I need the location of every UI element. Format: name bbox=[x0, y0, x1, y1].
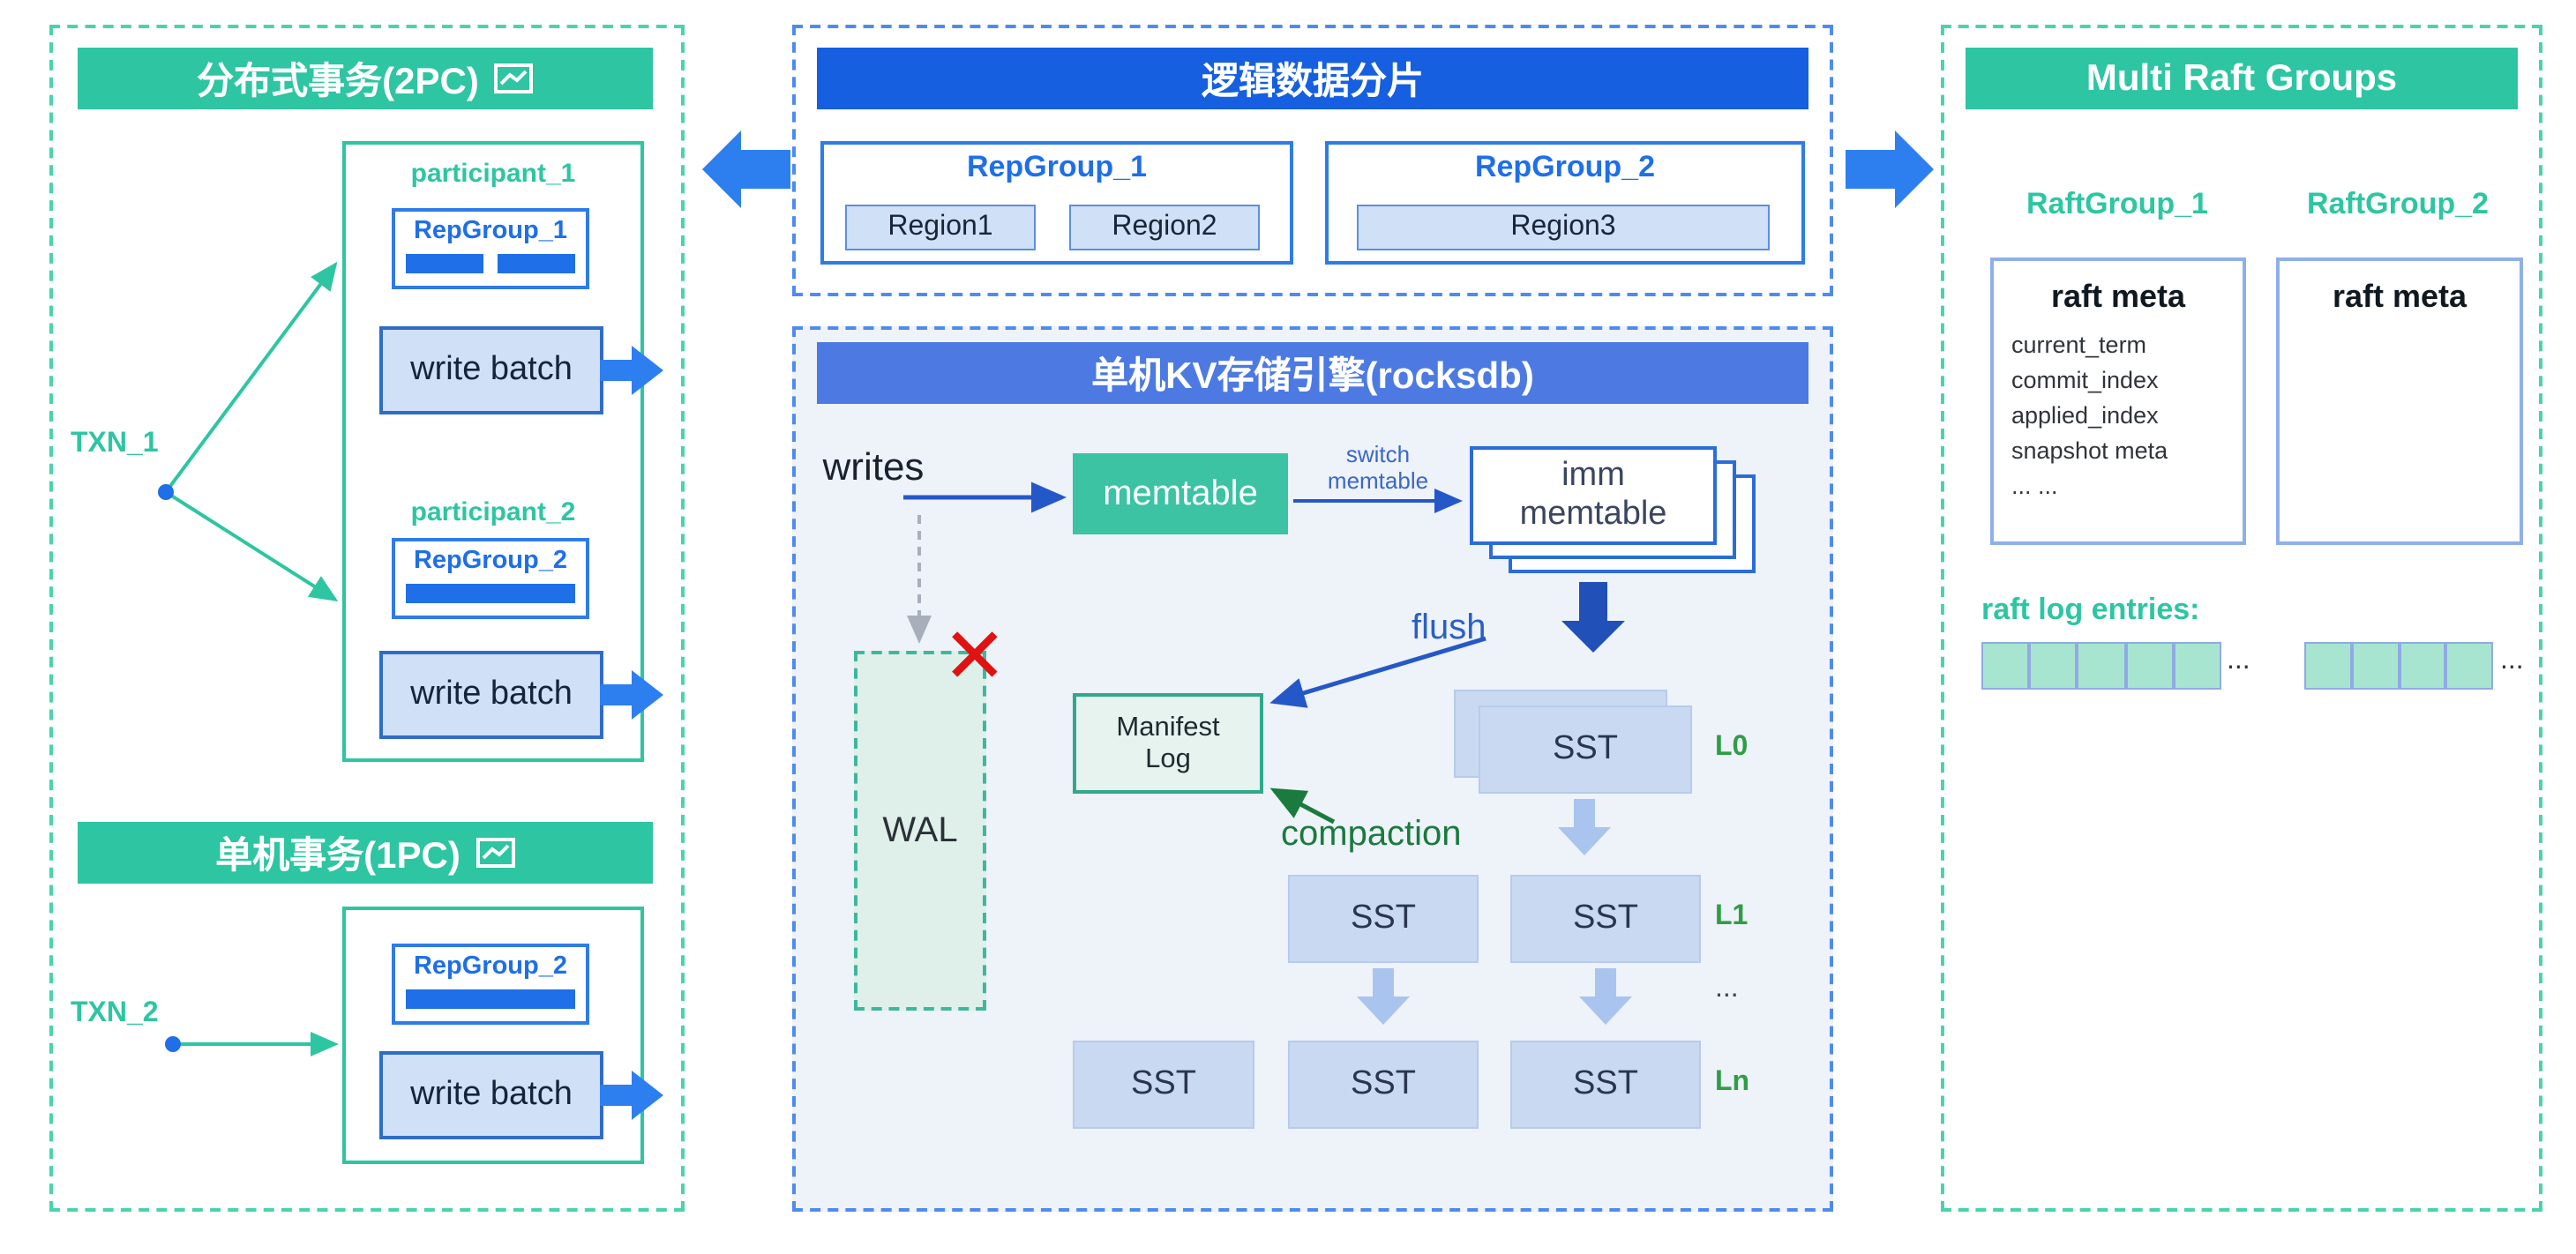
write-batch-box-3: write batch bbox=[379, 1051, 603, 1139]
replica-bar bbox=[406, 989, 575, 1009]
level-l1-label: L1 bbox=[1715, 901, 1749, 931]
raft-groups-header: Multi Raft Groups bbox=[1966, 48, 2518, 109]
repgroup-1-replica: RepGroup_1 bbox=[392, 208, 589, 289]
meta-field: commit_index bbox=[2011, 367, 2159, 393]
raft-log-cell bbox=[2077, 642, 2126, 690]
raft-meta-box-2: raft meta bbox=[2276, 258, 2523, 545]
replica-bar-row bbox=[406, 584, 575, 603]
flush-down-arrow-icon bbox=[1561, 582, 1625, 653]
level-l0-label: L0 bbox=[1715, 732, 1749, 762]
wal-box: WAL bbox=[854, 651, 986, 1011]
link-arrow-left-icon bbox=[702, 131, 790, 208]
raft-log-cell bbox=[2351, 642, 2399, 690]
manifest-log-box: Manifest Log bbox=[1073, 693, 1263, 794]
1pc-header-label: 单机事务(1PC) bbox=[215, 835, 461, 876]
compaction-down-arrow-icon bbox=[1357, 968, 1410, 1025]
write-batch-box-2: write batch bbox=[379, 651, 603, 739]
level-ln-label: Ln bbox=[1715, 1067, 1750, 1097]
compaction-label: compaction bbox=[1281, 815, 1462, 854]
sharding-header: 逻辑数据分片 bbox=[817, 48, 1808, 109]
repgroup-2-replica-label: RepGroup_2 bbox=[413, 547, 567, 575]
single-repgroup-replica: RepGroup_2 bbox=[392, 944, 589, 1025]
region-2-box: Region2 bbox=[1069, 205, 1260, 250]
sst-ln-box-3: SST bbox=[1510, 1041, 1701, 1129]
raftgroup-1-label: RaftGroup_1 bbox=[2026, 187, 2208, 220]
meta-field: ... ... bbox=[2011, 473, 2058, 499]
raft-log-cell bbox=[2125, 642, 2174, 690]
participant-2-title: participant_2 bbox=[410, 497, 576, 527]
raftgroup-2-label: RaftGroup_2 bbox=[2307, 187, 2489, 220]
write-batch-arrow-icon bbox=[600, 670, 663, 720]
txn-1-label: TXN_1 bbox=[71, 429, 159, 459]
wal-label: WAL bbox=[882, 810, 958, 849]
switch-line-1: switch bbox=[1345, 441, 1411, 467]
sharding-panel bbox=[792, 25, 1833, 296]
writes-label: writes bbox=[822, 444, 925, 489]
raft-meta-title: raft meta bbox=[2050, 279, 2186, 314]
raft-meta-title: raft meta bbox=[2332, 279, 2467, 314]
1pc-header: 单机事务(1PC) bbox=[78, 822, 653, 884]
sharding-repgroup-2-label: RepGroup_2 bbox=[1474, 150, 1656, 183]
txn-2-label: TXN_2 bbox=[71, 998, 159, 1028]
raft-log-cell bbox=[2029, 642, 2078, 690]
x-mark-icon: ✕ bbox=[942, 614, 1007, 700]
imm-memtable-label: imm memtable bbox=[1519, 457, 1667, 533]
2pc-header-label: 分布式事务(2PC) bbox=[197, 61, 479, 101]
repgroup-2-replica: RepGroup_2 bbox=[392, 538, 589, 619]
raft-log-entries-label: raft log entries: bbox=[1981, 593, 2200, 626]
raft-log-bar-2 bbox=[2304, 642, 2493, 690]
write-batch-box-1: write batch bbox=[379, 326, 603, 414]
replica-bar-row bbox=[406, 989, 575, 1009]
compaction-down-arrow-icon bbox=[1579, 968, 1632, 1025]
level-dots-label: ... bbox=[1715, 974, 1739, 1004]
raft-meta-fields: current_term commit_index applied_index … bbox=[2011, 328, 2243, 504]
sst-ln-box-1: SST bbox=[1073, 1041, 1254, 1129]
replica-bar bbox=[498, 254, 575, 273]
link-arrow-right-icon bbox=[1846, 131, 1934, 208]
region-3-box: Region3 bbox=[1357, 205, 1770, 250]
replica-bar bbox=[406, 584, 575, 603]
raft-log-cell bbox=[2173, 642, 2222, 690]
raft-log-bar-1 bbox=[1981, 642, 2222, 690]
line-chart-icon bbox=[476, 838, 515, 868]
raft-log-cell bbox=[1981, 642, 2030, 690]
raft-log-cell bbox=[2304, 642, 2352, 690]
repgroup-1-replica-label: RepGroup_1 bbox=[413, 217, 567, 245]
replica-bar bbox=[406, 254, 483, 273]
raft-groups-panel bbox=[1941, 25, 2542, 1212]
meta-field: snapshot meta bbox=[2011, 437, 2168, 464]
2pc-header: 分布式事务(2PC) bbox=[78, 48, 653, 109]
manifest-log-label: Manifest Log bbox=[1116, 712, 1220, 773]
raft-meta-box-1: raft meta current_term commit_index appl… bbox=[1990, 258, 2246, 545]
single-repgroup-label: RepGroup_2 bbox=[413, 952, 567, 981]
flush-label: flush bbox=[1412, 608, 1486, 647]
sst-l1-box-2: SST bbox=[1510, 875, 1701, 963]
replica-bar-row bbox=[406, 254, 575, 273]
sharding-repgroup-1-label: RepGroup_1 bbox=[966, 150, 1148, 183]
raft-log-cell bbox=[2399, 642, 2446, 690]
imm-memtable-box: imm memtable bbox=[1470, 446, 1717, 545]
meta-field: applied_index bbox=[2011, 402, 2159, 429]
compaction-down-arrow-icon bbox=[1558, 799, 1611, 855]
meta-field: current_term bbox=[2011, 332, 2147, 358]
switch-line-2: memtable bbox=[1327, 467, 1429, 494]
switch-memtable-label: switch memtable bbox=[1299, 441, 1457, 494]
write-batch-arrow-icon bbox=[600, 346, 663, 395]
participant-1-title: participant_1 bbox=[410, 159, 576, 189]
memtable-box: memtable bbox=[1073, 453, 1288, 534]
raft-log-cell bbox=[2445, 642, 2493, 690]
rocksdb-header: 单机KV存储引擎(rocksdb) bbox=[817, 342, 1808, 404]
region-1-box: Region1 bbox=[845, 205, 1036, 250]
transactions-panel bbox=[49, 25, 685, 1212]
sst-l0-box: SST bbox=[1479, 705, 1692, 794]
raft-log-ellipsis: ... bbox=[2227, 646, 2250, 676]
sst-ln-box-2: SST bbox=[1288, 1041, 1479, 1129]
sst-l1-box-1: SST bbox=[1288, 875, 1479, 963]
write-batch-arrow-icon bbox=[600, 1071, 663, 1120]
line-chart-icon bbox=[494, 63, 534, 93]
raft-log-ellipsis: ... bbox=[2500, 646, 2524, 676]
